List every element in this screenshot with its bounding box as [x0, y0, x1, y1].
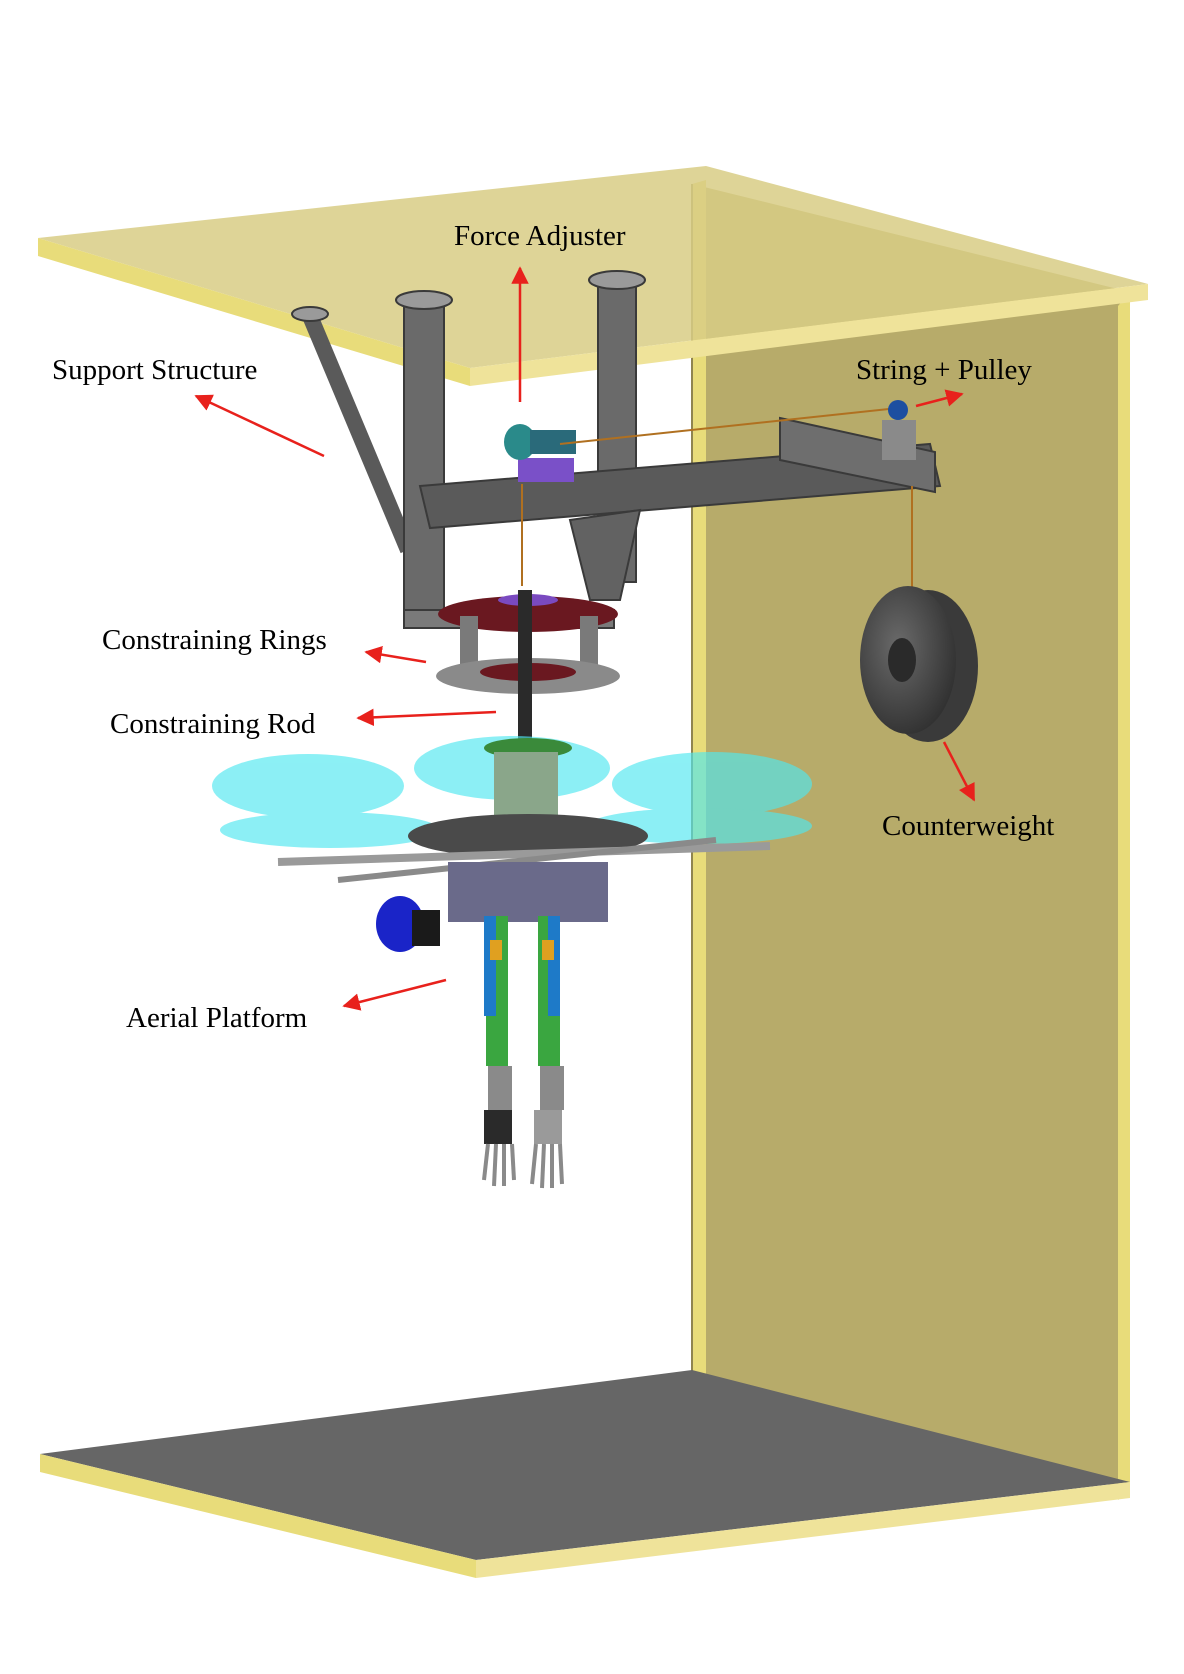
arrow-string-pulley [915, 389, 964, 408]
counterweight [860, 586, 978, 742]
label-support-structure: Support Structure [52, 354, 258, 386]
label-constraining-rings: Constraining Rings [102, 624, 327, 656]
constraining-rod [518, 590, 532, 760]
arrow-support-structure [194, 394, 325, 458]
enclosure-floor [40, 1370, 1130, 1578]
label-string-pulley: String + Pulley [856, 354, 1032, 386]
label-counterweight: Counterweight [882, 810, 1055, 842]
label-aerial-platform: Aerial Platform [126, 1002, 308, 1034]
arrow-constraining-rings [364, 645, 427, 664]
label-constraining-rod: Constraining Rod [110, 708, 316, 740]
arrow-counterweight [942, 741, 976, 802]
robot-arms [482, 916, 564, 1189]
aerial-platform [277, 738, 771, 952]
arrow-constraining-rod [356, 708, 497, 727]
label-force-adjuster: Force Adjuster [454, 220, 626, 252]
string [521, 407, 913, 590]
arrow-aerial-platform [342, 978, 447, 1011]
pulley [882, 400, 916, 460]
annotation-arrows [194, 266, 976, 1011]
force-adjuster-motor [504, 424, 576, 482]
